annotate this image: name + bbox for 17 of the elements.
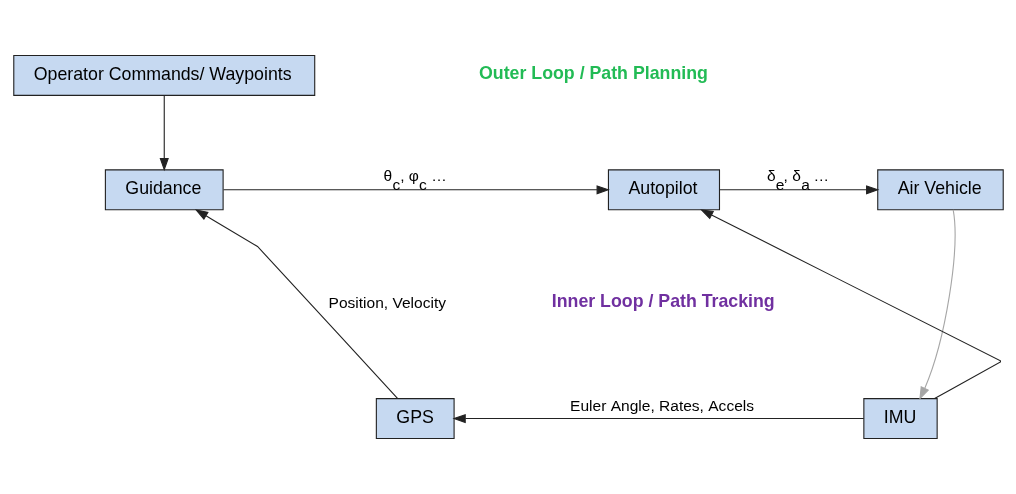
node-box: Operator Commands/ Waypoints — [12, 54, 315, 96]
node-box: Guidance — [104, 169, 224, 211]
node-box: GPS — [375, 398, 455, 440]
node-box: Air Vehicle — [876, 169, 1004, 211]
edge-label: Euler Angle, Rates, Accels — [569, 397, 754, 415]
node-box: Autopilot — [607, 169, 720, 211]
edge-label: Position, Velocity — [328, 294, 446, 312]
arrow — [718, 185, 879, 195]
arrow — [699, 209, 1001, 400]
arrow — [918, 209, 956, 400]
arrow — [194, 209, 398, 400]
arrow — [222, 185, 610, 195]
arrow — [159, 95, 169, 172]
label: Inner Loop / Path Tracking — [551, 291, 775, 312]
node-box: IMU — [862, 398, 938, 440]
arrow — [451, 413, 864, 424]
label: Outer Loop / Path Planning — [478, 62, 708, 83]
